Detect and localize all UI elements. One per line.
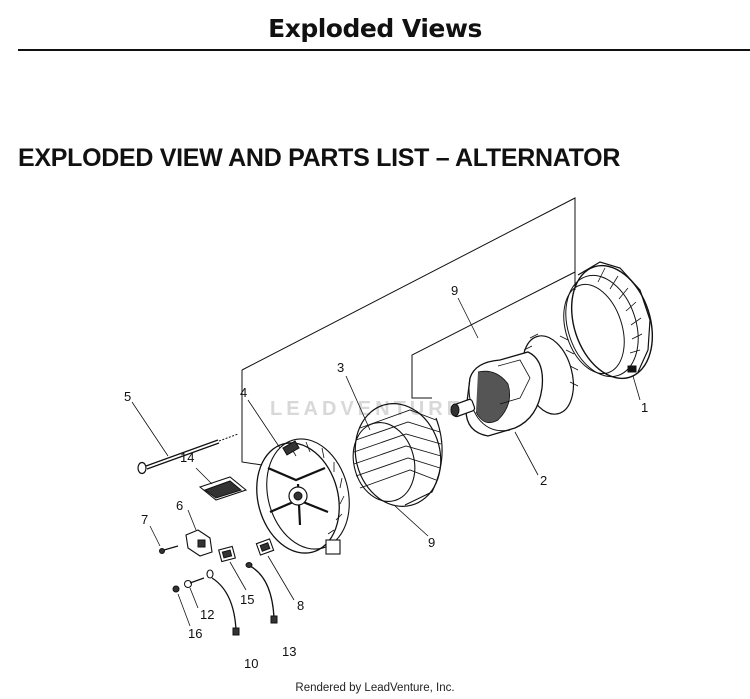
callout-14: 14	[180, 450, 194, 465]
callout-2: 2	[540, 473, 547, 488]
part-13-lead-wire	[245, 562, 278, 624]
callout-15: 15	[240, 592, 254, 607]
callout-9-bottom: 9	[428, 535, 435, 550]
part-10-lead-wire	[211, 577, 240, 636]
callout-5: 5	[124, 389, 131, 404]
part-5-through-bolt	[137, 433, 239, 475]
callout-9-top: 9	[451, 283, 458, 298]
part-8-connector	[255, 538, 275, 556]
callout-13: 13	[282, 644, 296, 659]
leader-lines	[131, 297, 641, 627]
callout-16: 16	[188, 626, 202, 641]
callout-4: 4	[240, 385, 247, 400]
part-15-terminal-block	[218, 545, 236, 563]
part-12-16-fasteners	[172, 569, 214, 593]
watermark-logo: LEADVENTURE	[270, 398, 465, 420]
callout-7: 7	[141, 512, 148, 527]
footer-credit: Rendered by LeadVenture, Inc.	[295, 682, 455, 694]
header-divider	[18, 49, 750, 51]
page-title: Exploded Views	[268, 14, 482, 43]
page-header: Exploded Views	[0, 0, 750, 52]
part-2-rotor	[450, 333, 579, 437]
part-7-screw	[159, 545, 179, 554]
section-title: EXPLODED VIEW AND PARTS LIST – ALTERNATO…	[18, 144, 621, 172]
callout-10: 10	[244, 656, 258, 671]
part-4-front-housing	[256, 438, 350, 555]
part-3-stator	[352, 403, 443, 507]
callout-8: 8	[297, 598, 304, 613]
callout-6: 6	[176, 498, 183, 513]
part-14-plate	[198, 476, 248, 501]
part-1-end-cover	[563, 261, 654, 380]
assembly-outline-lines	[241, 197, 576, 466]
callout-3: 3	[337, 360, 344, 375]
callout-12: 12	[200, 607, 214, 622]
callout-1: 1	[641, 400, 648, 415]
part-6-bracket	[185, 529, 213, 557]
